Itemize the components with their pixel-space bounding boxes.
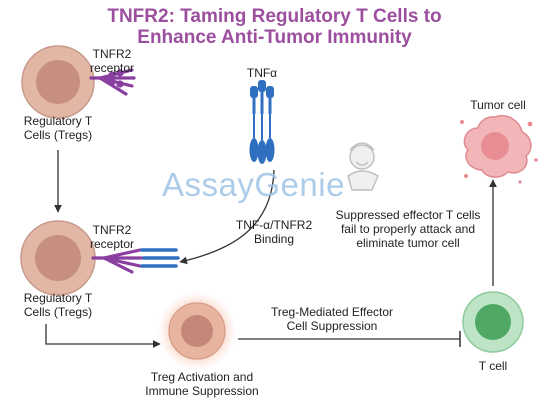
label-line: TNF-α/TNFR2 bbox=[235, 218, 313, 232]
label-suppressed-effector: Suppressed effector T cells fail to prop… bbox=[328, 208, 488, 250]
label-treg-top: Regulatory T Cells (Tregs) bbox=[8, 114, 108, 142]
treg-cell-top bbox=[21, 45, 95, 119]
label-treg-suppression: Treg-Mediated Effector Cell Suppression bbox=[252, 305, 412, 333]
label-line: TNFR2 bbox=[92, 47, 132, 61]
treg-activation-cell bbox=[157, 291, 237, 371]
label-line: Binding bbox=[253, 232, 295, 246]
label-binding: TNF-α/TNFR2 Binding bbox=[226, 218, 322, 246]
label-line: fail to properly attack and bbox=[340, 222, 476, 236]
label-treg-mid: Regulatory T Cells (Tregs) bbox=[8, 291, 108, 319]
arrow-to-activation bbox=[45, 324, 161, 348]
label-line: TNFR2 bbox=[92, 223, 132, 237]
label-line: Regulatory T bbox=[23, 114, 93, 128]
t-cell bbox=[462, 291, 524, 353]
label-line: Cells (Tregs) bbox=[23, 305, 93, 319]
diagram-title-line1: TNFR2: Taming Regulatory T Cells to bbox=[107, 6, 442, 27]
label-t-cell: T cell bbox=[478, 359, 508, 373]
label-line: Treg Activation and bbox=[150, 370, 254, 384]
label-tnfr2-receptor-top: TNFR2 receptor bbox=[80, 47, 144, 75]
label-tnf-alpha: TNFα bbox=[246, 66, 278, 80]
label-line: Cell Suppression bbox=[286, 319, 378, 333]
tnf-alpha-molecule bbox=[249, 80, 275, 164]
watermark-part1: Assay bbox=[162, 166, 255, 203]
label-line: eliminate tumor cell bbox=[356, 236, 460, 250]
label-line: Treg-Mediated Effector bbox=[270, 305, 394, 319]
label-tumor-cell: Tumor cell bbox=[470, 98, 526, 112]
label-line: Suppressed effector T cells bbox=[335, 208, 481, 222]
watermark-text: AssayGenie bbox=[162, 166, 345, 204]
tnfr2-receptor-top bbox=[89, 68, 136, 96]
label-line: receptor bbox=[89, 237, 135, 251]
arrow-binding bbox=[179, 169, 275, 265]
treg-cell-mid bbox=[20, 220, 96, 296]
tumor-cell bbox=[460, 115, 538, 184]
suppression-line bbox=[238, 331, 461, 347]
label-treg-activation: Treg Activation and Immune Suppression bbox=[142, 370, 262, 398]
diagram-title-line2: Enhance Anti-Tumor Immunity bbox=[137, 27, 412, 48]
label-line: Immune Suppression bbox=[145, 384, 259, 398]
tnfr2-receptor-mid bbox=[91, 248, 180, 274]
label-line: receptor bbox=[89, 61, 135, 75]
label-line: Regulatory T bbox=[23, 291, 93, 305]
label-tnfr2-receptor-mid: TNFR2 receptor bbox=[80, 223, 144, 251]
genie-lamp-icon bbox=[347, 142, 379, 191]
watermark-part2: Genie bbox=[254, 166, 345, 203]
label-line: Cells (Tregs) bbox=[23, 128, 93, 142]
